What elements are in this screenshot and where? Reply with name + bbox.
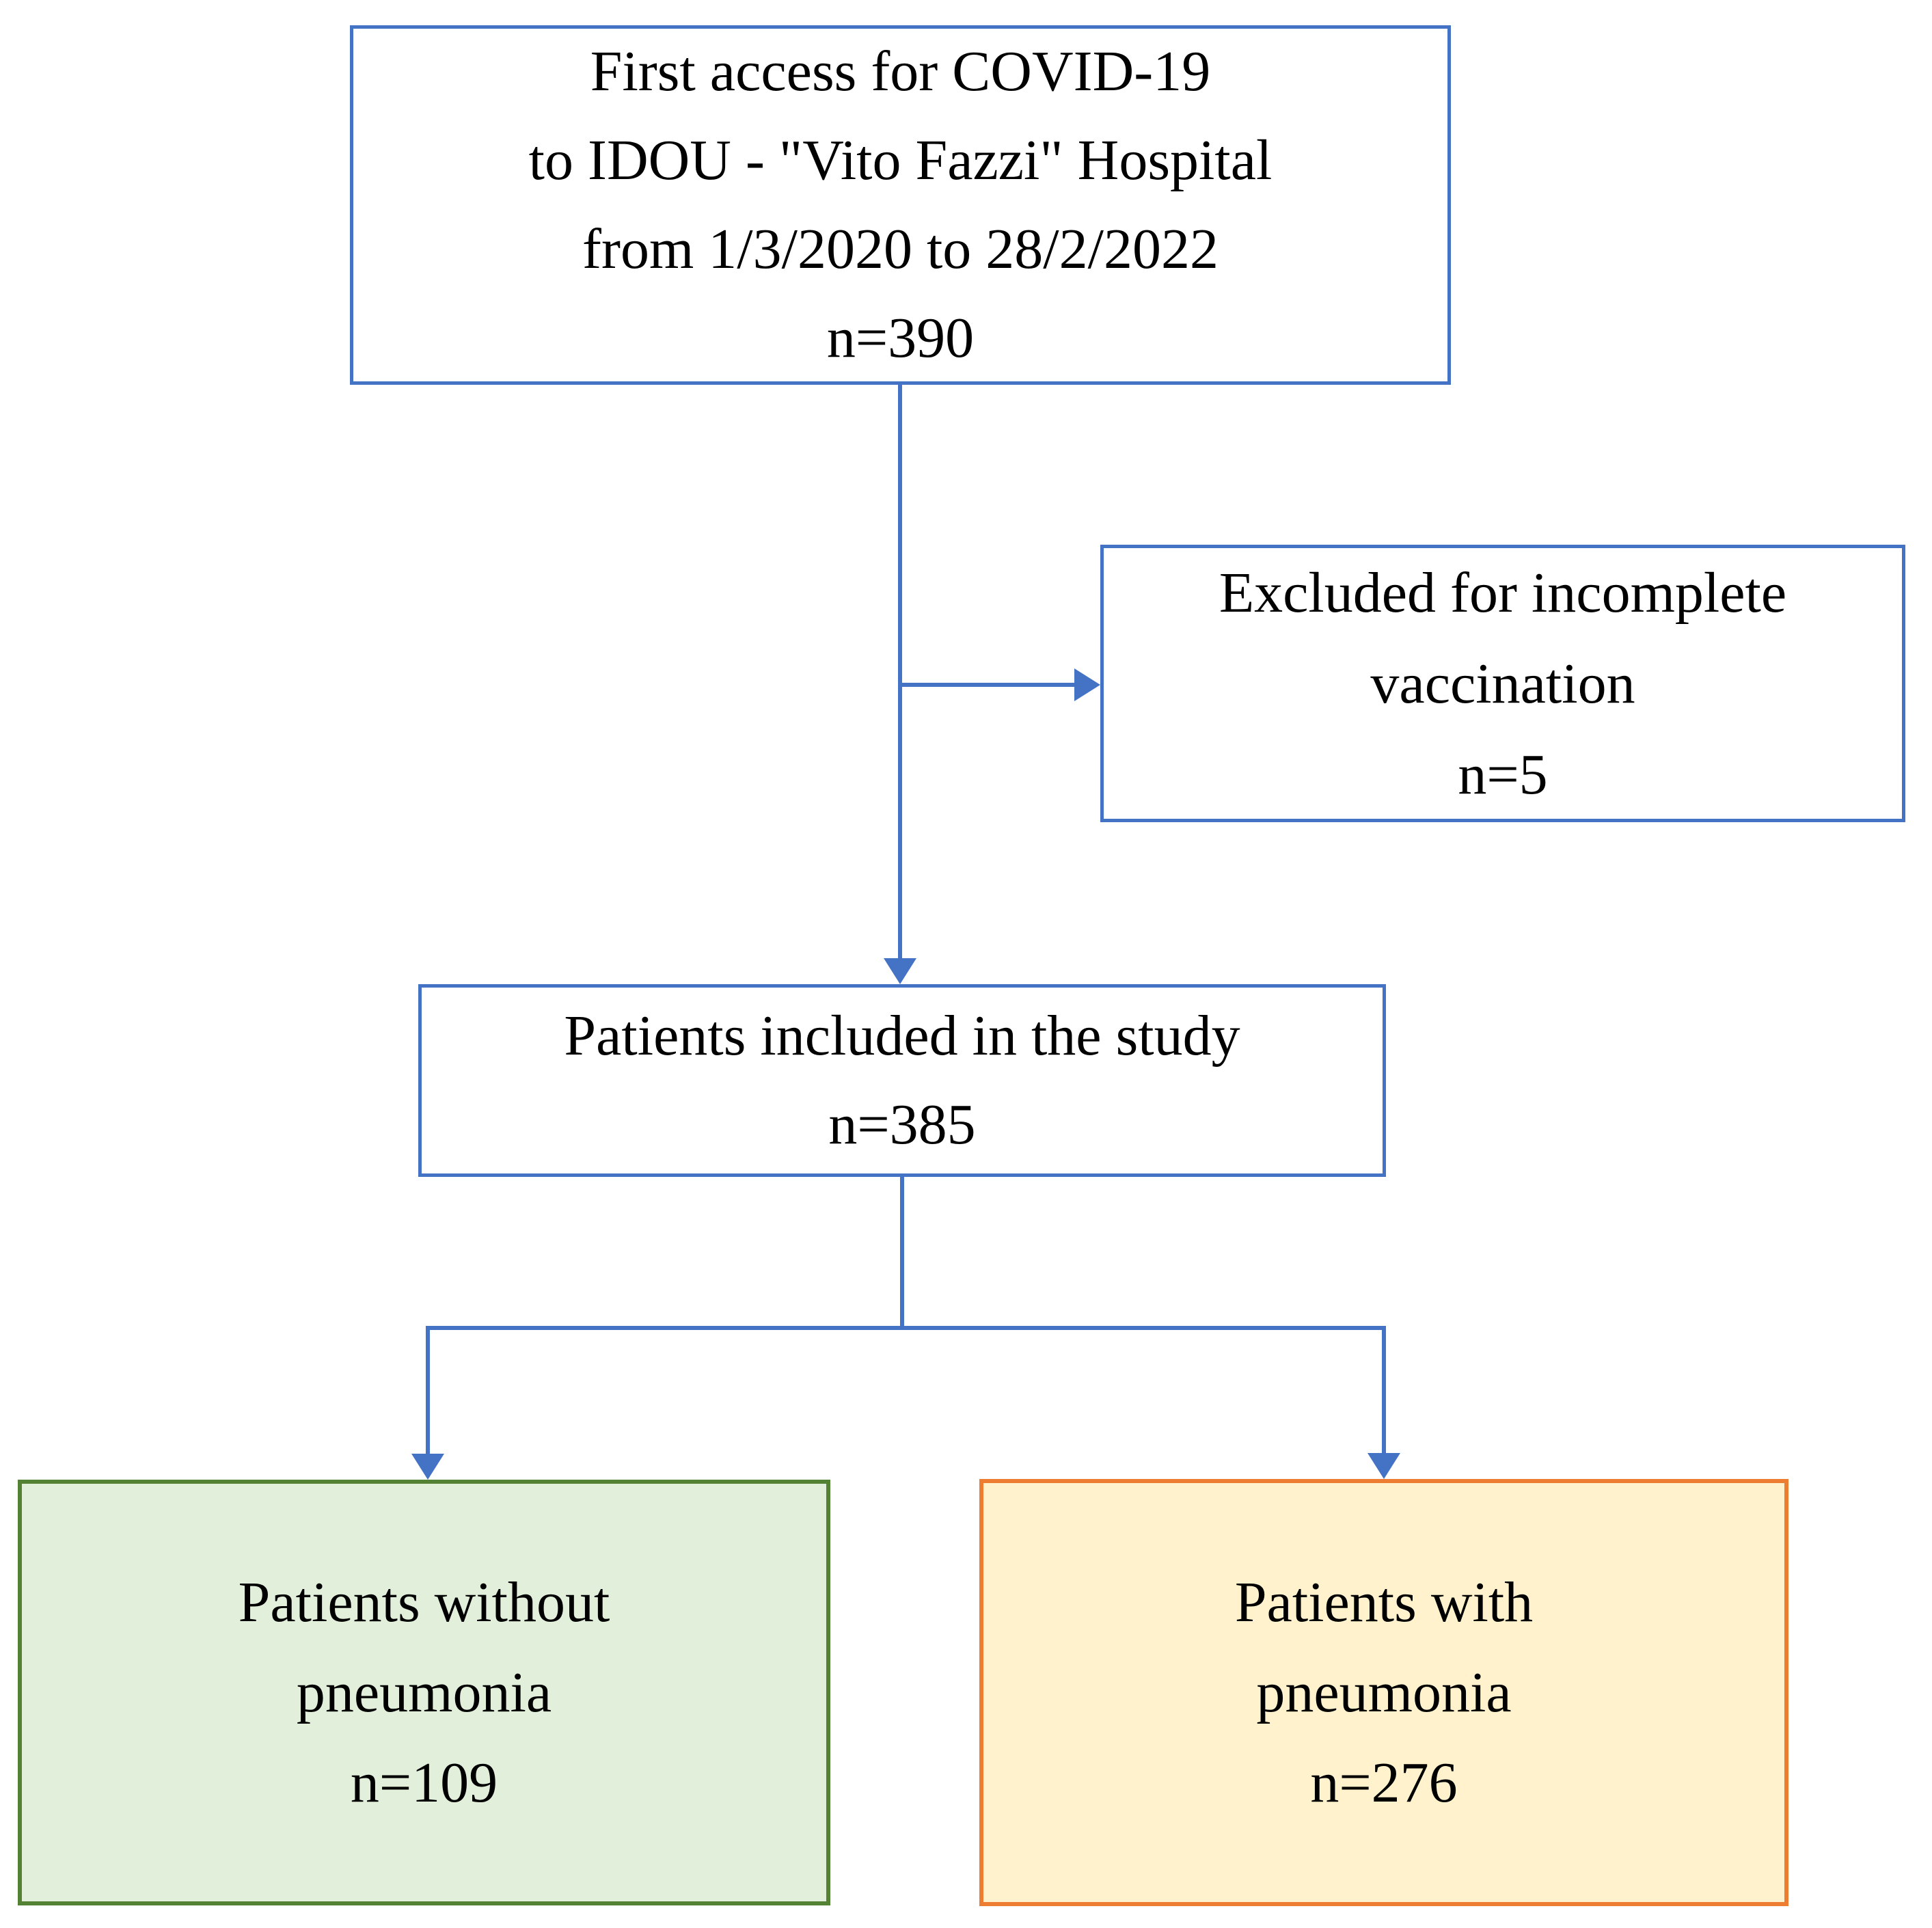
connector-enrollment-to-included bbox=[898, 385, 902, 962]
excluded-line-1: Excluded for incomplete bbox=[1219, 560, 1787, 625]
connector-split-to-with-pneumonia bbox=[1382, 1326, 1386, 1456]
enrollment-line-1: First access for COVID-19 bbox=[590, 40, 1211, 103]
enrollment-line-2: to IDOU - "Vito Fazzi" Hospital bbox=[528, 128, 1273, 192]
without-pneumonia-count: n=109 bbox=[350, 1750, 498, 1815]
arrowhead-into-included-icon bbox=[884, 958, 916, 984]
with-pneumonia-box: Patients with pneumonia n=276 bbox=[979, 1479, 1788, 1906]
without-pneumonia-line-1: Patients without bbox=[238, 1570, 610, 1634]
excluded-line-2: vaccination bbox=[1370, 651, 1635, 716]
included-count: n=385 bbox=[828, 1093, 976, 1156]
with-pneumonia-line-1: Patients with bbox=[1234, 1570, 1534, 1634]
connector-included-to-split bbox=[900, 1177, 904, 1330]
connector-branch-to-excluded bbox=[900, 683, 1076, 687]
connector-split-to-without-pneumonia bbox=[426, 1326, 430, 1457]
without-pneumonia-box: Patients without pneumonia n=109 bbox=[18, 1480, 830, 1905]
enrollment-count: n=390 bbox=[826, 306, 975, 370]
arrowhead-into-with-pneumonia-icon bbox=[1368, 1453, 1400, 1479]
included-box: Patients included in the study n=385 bbox=[418, 984, 1386, 1177]
without-pneumonia-line-2: pneumonia bbox=[296, 1660, 552, 1724]
with-pneumonia-line-2: pneumonia bbox=[1256, 1660, 1512, 1724]
excluded-box: Excluded for incomplete vaccination n=5 bbox=[1100, 545, 1905, 822]
with-pneumonia-count: n=276 bbox=[1310, 1750, 1458, 1815]
included-line-1: Patients included in the study bbox=[564, 1004, 1240, 1068]
enrollment-box: First access for COVID-19 to IDOU - "Vit… bbox=[350, 25, 1451, 385]
excluded-count: n=5 bbox=[1458, 742, 1548, 806]
arrowhead-into-without-pneumonia-icon bbox=[411, 1454, 444, 1480]
enrollment-line-3: from 1/3/2020 to 28/2/2022 bbox=[582, 217, 1219, 281]
connector-split-bar bbox=[426, 1326, 1386, 1330]
arrowhead-into-excluded-icon bbox=[1074, 668, 1100, 701]
